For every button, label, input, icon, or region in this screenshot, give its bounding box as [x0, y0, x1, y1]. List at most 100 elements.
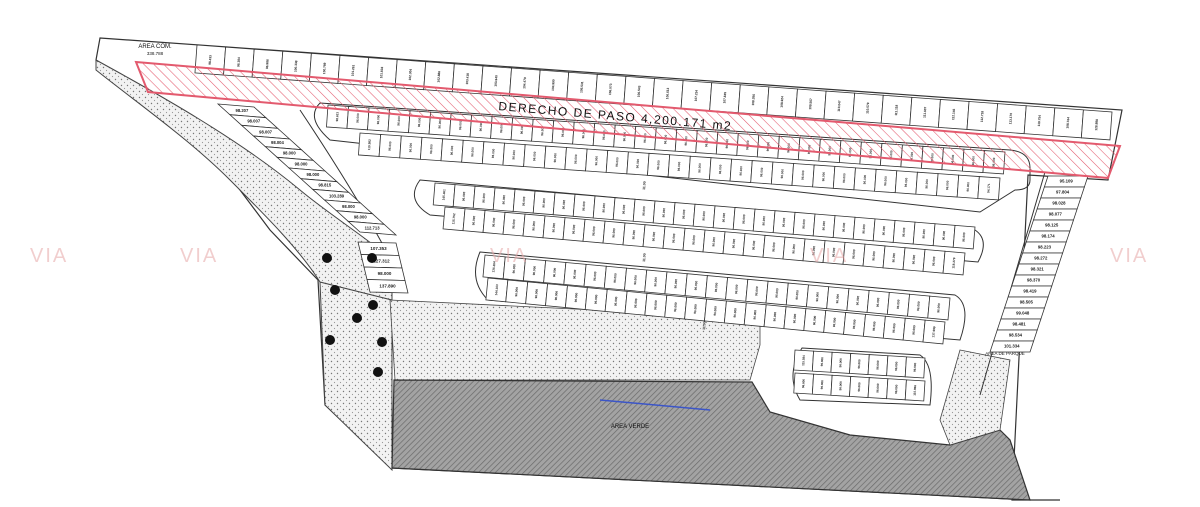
lot-area-label: 96.000 [862, 224, 867, 234]
lot-area-label: 98.125 [1045, 223, 1059, 228]
road-right [979, 171, 1046, 396]
lot-area-label: 96.000 [408, 142, 413, 152]
lot-area-label: 96.000 [811, 246, 816, 256]
lot-area-label: 110.047 [837, 100, 842, 112]
lot-area-label: 96.000 [857, 359, 862, 369]
lower-zone-label: AREA VERDE [611, 424, 649, 430]
block-outline-2 [413, 179, 984, 263]
road-dimension: 11.00 [642, 181, 647, 190]
lot-area-label: 98.000 [378, 271, 392, 276]
lot-area-label: 96.000 [762, 216, 767, 226]
lot-area-label: 96.184 [236, 57, 241, 67]
lot-area-label: 115.966 [913, 385, 918, 396]
lot-area-label: 96.000 [553, 153, 558, 163]
right-of-way-band [134, 60, 1122, 180]
lot-area-label: 96.000 [835, 293, 840, 303]
lot-area-label: 96.000 [945, 180, 950, 190]
lot-area-label: 96.000 [882, 225, 887, 235]
lot-area-label: 106.613 [665, 87, 670, 99]
lot-area-label: 96.000 [499, 123, 504, 133]
lot-area-label: 96.000 [534, 289, 539, 299]
tree-icon [368, 300, 378, 310]
lot-area-label: 96.000 [966, 182, 971, 192]
lot-area-label: 96.000 [754, 286, 759, 296]
lot-area-label: 96.000 [759, 167, 764, 177]
lot-area-label: 96.000 [821, 171, 826, 181]
lot-area-label: 96.000 [512, 264, 517, 274]
lot-area-label: 96.000 [653, 300, 658, 310]
block-outline-3 [475, 251, 966, 341]
lot-area-label: 98.000 [342, 204, 355, 209]
lot-area-label: 96.000 [751, 240, 756, 250]
tree-icon [373, 367, 383, 377]
lot-area-label: 96.000 [561, 127, 566, 137]
lot-area-label: 96.000 [753, 310, 758, 320]
lot-area-label: 96.000 [572, 269, 577, 279]
watermark-1: VIA [30, 245, 68, 267]
lot-area-label: 96.000 [711, 237, 716, 247]
lot-area-label: 96.000 [491, 217, 496, 227]
lot-area-label: 103.289 [329, 193, 345, 198]
lot-area-label: 144.163 [494, 284, 499, 296]
lot-area-label: 96.000 [931, 256, 936, 266]
lot-area-label: 98.481 [1012, 322, 1026, 327]
tree-icon [367, 253, 377, 263]
lot-area-label: 96.000 [643, 133, 648, 143]
lot-area-label: 137.999 [931, 326, 936, 338]
lot-area-label: 96.000 [832, 317, 837, 327]
lot-area-label: 96.000 [376, 114, 381, 124]
lot-area-label: 96.000 [631, 230, 636, 240]
lot-area-label: 96.000 [594, 294, 599, 304]
tree-icon [325, 335, 335, 345]
lot-area-label: 105.531 [579, 81, 584, 93]
lot-area-label: 96.000 [791, 244, 796, 254]
lot-area-label: 96.000 [894, 384, 899, 394]
lot-area-label: 96.000 [611, 228, 616, 238]
lot-area-label: 96.000 [842, 222, 847, 232]
lot-area-label: 96.000 [642, 206, 647, 216]
lot-area-label: 127.312 [373, 258, 390, 263]
lot-area-label: 106.543 [637, 85, 642, 97]
lot-area-label: 96.000 [924, 179, 929, 189]
lot-area-label: 96.000 [782, 217, 787, 227]
lot-area-label: 96.000 [673, 279, 678, 289]
lot-area-label: 113.170 [1008, 113, 1013, 125]
watermark-2: VIA [180, 245, 218, 267]
lot [942, 250, 966, 276]
lot [977, 176, 1001, 201]
lot-area-label: 96.000 [876, 297, 881, 307]
lot-area-label: 96.000 [633, 275, 638, 285]
lot-area-label: 96.000 [855, 295, 860, 305]
lot-area-label: 102.304 [408, 69, 413, 81]
lot-area-label: 96.000 [622, 204, 627, 214]
lot-area-label: 96.000 [622, 131, 627, 141]
lot-area-label: 100.338 [293, 60, 298, 72]
lot-area-label: 95.109 [1060, 179, 1074, 184]
lot-area-label: 98.633 [335, 112, 340, 122]
lot-area-label: 98.534 [1009, 333, 1023, 338]
lot-area-label: 96.000 [520, 124, 525, 134]
lot-column-right: 95.10997.80498.02898.07798.12598.17498.2… [989, 175, 1089, 353]
lot-area-label: 96.000 [438, 119, 443, 129]
lot-area-label: 98.321 [1031, 267, 1045, 272]
lot-area-label: 96.000 [613, 273, 618, 283]
lot-area-label: 98.505 [1020, 300, 1034, 305]
lot-area-label: 96.000 [653, 277, 658, 287]
lot-area-label: 98.433 [208, 55, 213, 65]
lot-area-label: 96.000 [397, 116, 402, 126]
lot-area-label: 102.886 [436, 71, 441, 83]
lot [904, 356, 926, 379]
lot-area-label: 98.007 [247, 119, 260, 124]
lot-area-label: 107.353 [370, 246, 387, 251]
lot-area-label: 96.000 [822, 221, 827, 231]
lot-area-label: 96.000 [697, 163, 702, 173]
lot-area-label: 98.000 [354, 215, 367, 220]
lot-area-label: 96.000 [602, 130, 607, 140]
tree-icon [330, 285, 340, 295]
lot-area-label: 96.000 [872, 321, 877, 331]
lot-area-label: 96.000 [838, 358, 843, 368]
